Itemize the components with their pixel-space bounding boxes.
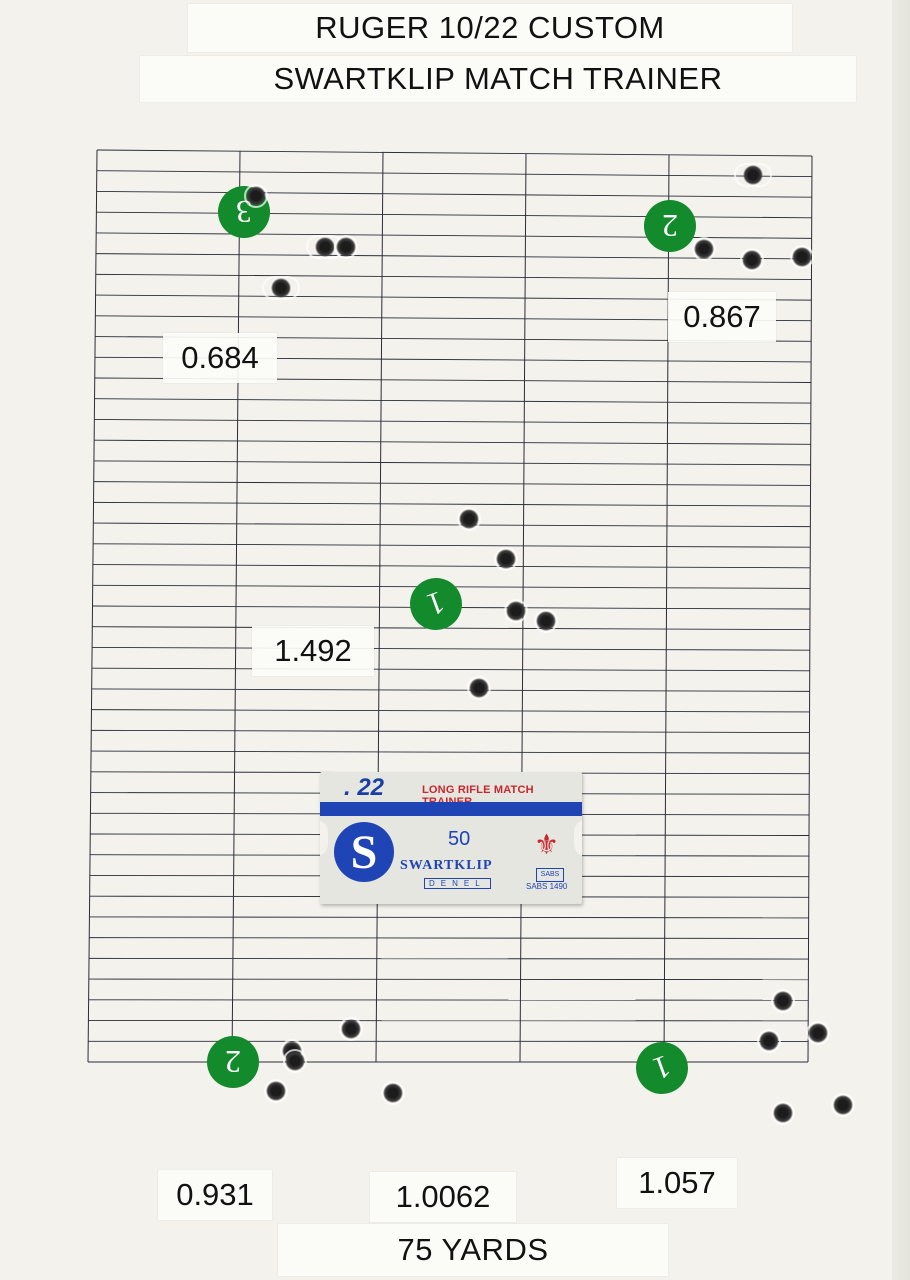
score-tape-bottom-center: 1.0062 xyxy=(370,1172,516,1222)
bullet-hole xyxy=(264,278,298,298)
ammo-brand: SWARTKLIP xyxy=(400,858,493,873)
bullet-hole xyxy=(742,250,762,270)
label-notch-left xyxy=(320,820,328,856)
bullet-hole xyxy=(833,1095,853,1115)
title-tape-line1: RUGER 10/22 CUSTOM xyxy=(188,4,792,52)
grid-row-line xyxy=(91,667,810,672)
bullet-hole xyxy=(246,186,266,206)
coat-of-arms-icon: ⚜ xyxy=(534,828,560,861)
grid-column-line xyxy=(231,151,241,1063)
ammo-box-label: . 22 LONG RIFLE MATCH TRAINER S 50 SWART… xyxy=(320,772,582,904)
swartklip-logo-icon: S xyxy=(334,822,394,882)
grid-column-line xyxy=(807,155,813,1063)
score-center: 1.492 xyxy=(274,633,352,668)
grid-row-line xyxy=(94,419,811,425)
bullet-hole xyxy=(792,247,812,267)
title-tape-line2: SWARTKLIP MATCH TRAINER xyxy=(140,56,856,102)
bullet-hole xyxy=(773,1103,793,1123)
grid-row-line xyxy=(95,273,812,280)
grid-row-line xyxy=(96,170,812,178)
label-notch-right xyxy=(574,820,582,856)
grid-row-line xyxy=(93,460,811,466)
score-bottom-right: 1.057 xyxy=(638,1165,716,1200)
grid-row-line xyxy=(91,688,810,692)
bullet-hole xyxy=(759,1031,779,1051)
bullet-hole xyxy=(694,239,714,259)
bullet-hole xyxy=(459,509,479,529)
grid-row-line xyxy=(96,211,812,219)
score-tape-top-left: 0.684 xyxy=(163,333,277,383)
grid-row-line xyxy=(93,543,811,548)
grid-row-line xyxy=(89,937,809,939)
bullet-hole xyxy=(266,1081,286,1101)
grid-row-line xyxy=(89,916,809,919)
label-blue-stripe xyxy=(320,802,582,816)
score-top-right: 0.867 xyxy=(683,299,761,334)
distance-label: 75 YARDS xyxy=(397,1232,549,1267)
distance-tape: 75 YARDS xyxy=(278,1224,668,1276)
grid-row-line xyxy=(91,709,810,713)
grid-row-line xyxy=(94,398,811,404)
bullet-hole xyxy=(341,1019,361,1039)
sabs-mark-icon: SABS xyxy=(536,868,564,882)
grid-row-line xyxy=(93,501,811,507)
bullet-hole xyxy=(808,1023,828,1043)
grid-row-line xyxy=(93,481,811,486)
grid-row-line xyxy=(96,191,812,198)
grid-row-line xyxy=(96,149,813,157)
bullet-hole xyxy=(469,678,489,698)
bullet-hole xyxy=(383,1083,403,1103)
bullet-hole xyxy=(308,237,342,257)
grid-row-line xyxy=(92,564,811,569)
bullet-hole xyxy=(496,549,516,569)
grid-row-line xyxy=(93,522,811,528)
score-tape-center: 1.492 xyxy=(252,626,374,676)
sabs-standard-number: SABS 1490 xyxy=(526,882,568,891)
grid-column-line xyxy=(87,149,98,1063)
grid-row-line xyxy=(88,978,809,981)
title-line2: SWARTKLIP MATCH TRAINER xyxy=(273,61,723,96)
bullet-hole xyxy=(285,1051,305,1071)
grid-row-line xyxy=(95,253,812,260)
group-badge-top-right: 2 xyxy=(644,200,696,252)
grid-row-line xyxy=(92,647,810,651)
grid-row-line xyxy=(92,626,810,631)
ammo-caliber: . 22 xyxy=(344,774,385,801)
bullet-hole xyxy=(736,165,770,185)
score-tape-bottom-left: 0.931 xyxy=(158,1170,272,1220)
grid-row-line xyxy=(91,750,810,754)
group-badge-bottom-left: 2 xyxy=(207,1036,259,1088)
score-bottom-left: 0.931 xyxy=(176,1177,254,1212)
score-tape-top-right: 0.867 xyxy=(668,292,776,342)
grid-row-line xyxy=(91,729,810,733)
paper-edge xyxy=(892,0,910,1280)
ammo-count: 50 xyxy=(448,828,471,850)
score-tape-bottom-right: 1.057 xyxy=(617,1158,737,1208)
bullet-hole xyxy=(536,611,556,631)
ammo-maker: DENEL xyxy=(424,878,491,889)
grid-column-line xyxy=(375,152,384,1063)
grid-row-line xyxy=(94,439,811,445)
grid-row-line xyxy=(89,957,809,960)
bullet-hole xyxy=(773,991,793,1011)
score-bottom-center: 1.0062 xyxy=(395,1179,491,1214)
score-top-left: 0.684 xyxy=(181,340,259,375)
bullet-hole xyxy=(506,601,526,621)
bullet-hole xyxy=(336,237,356,257)
grid-row-line xyxy=(96,232,812,239)
title-line1: RUGER 10/22 CUSTOM xyxy=(315,10,665,45)
